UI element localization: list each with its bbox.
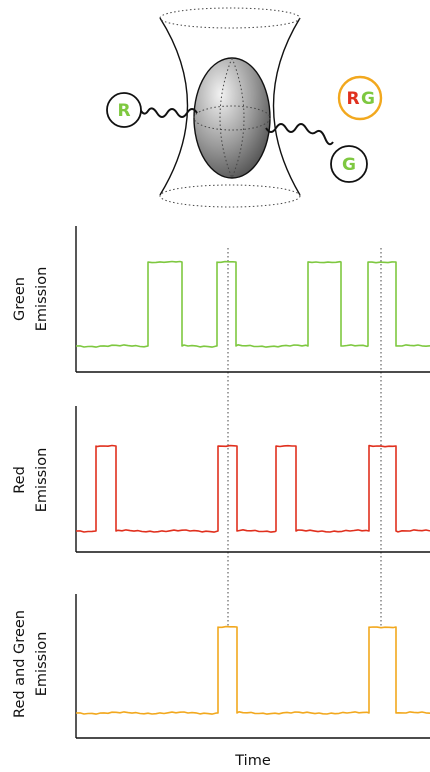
- ellipsoid-meridian: [219, 57, 233, 179]
- coincidence-circle: [337, 75, 383, 121]
- hourglass-right-edge: [272, 17, 301, 196]
- both-panel: Red and Green Emission: [12, 594, 430, 739]
- x-axis-label: Time: [234, 753, 271, 769]
- red-emission-trace: [75, 444, 430, 533]
- molecule-ellipsoid: [193, 57, 271, 179]
- acceptor-label: G: [342, 155, 356, 175]
- red-ylabel-2: Emission: [34, 448, 50, 513]
- ellipsoid-equator: [193, 105, 271, 131]
- donor-circle: [106, 92, 142, 128]
- green-emission-trace: [75, 260, 430, 348]
- coincidence-guides: [227, 248, 382, 628]
- donor-label: R: [117, 101, 130, 121]
- both-emission-trace: [75, 625, 430, 715]
- red-ylabel-1: Red: [12, 466, 28, 494]
- hourglass-top-ellipse: [159, 7, 301, 29]
- green-ylabel-1: Green: [12, 277, 28, 321]
- green-ylabel-2: Emission: [34, 267, 50, 332]
- linker-right: [265, 123, 334, 146]
- green-panel: Green Emission: [12, 226, 430, 373]
- ellipsoid-meridian-back: [231, 57, 245, 179]
- focal-volume-diagram: R G R G: [106, 7, 383, 208]
- hourglass-left-edge: [159, 17, 189, 196]
- red-panel: Red Emission: [12, 406, 430, 553]
- hourglass-bottom-ellipse: [159, 184, 301, 208]
- coincidence-label-g: G: [361, 89, 375, 109]
- coincidence-label-r: R: [346, 89, 359, 109]
- both-ylabel-2: Emission: [34, 632, 50, 697]
- both-ylabel-1: Red and Green: [12, 610, 28, 718]
- acceptor-circle: [330, 145, 368, 183]
